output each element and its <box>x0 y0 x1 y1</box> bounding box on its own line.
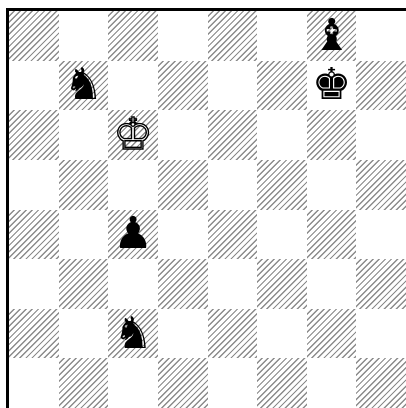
square-c8[interactable] <box>108 11 158 61</box>
square-f6[interactable] <box>257 110 307 160</box>
square-d7[interactable] <box>158 61 208 111</box>
square-f3[interactable] <box>257 259 307 309</box>
white-king-icon[interactable]: ♔ <box>113 113 152 157</box>
square-g5[interactable] <box>307 160 357 210</box>
board-grid: ♝ ♞ ♚ ♔ ♟ ♞ <box>9 11 406 408</box>
square-g7[interactable]: ♚ <box>307 61 357 111</box>
square-h8[interactable] <box>356 11 406 61</box>
square-d3[interactable] <box>158 259 208 309</box>
square-b4[interactable] <box>59 210 109 260</box>
square-f4[interactable] <box>257 210 307 260</box>
square-b2[interactable] <box>59 309 109 359</box>
black-knight-icon[interactable]: ♞ <box>113 312 152 356</box>
square-e2[interactable] <box>208 309 258 359</box>
square-e4[interactable] <box>208 210 258 260</box>
black-bishop-icon[interactable]: ♝ <box>312 14 351 58</box>
square-d5[interactable] <box>158 160 208 210</box>
black-pawn-icon[interactable]: ♟ <box>113 212 152 256</box>
square-h2[interactable] <box>356 309 406 359</box>
square-d2[interactable] <box>158 309 208 359</box>
square-c6[interactable]: ♔ <box>108 110 158 160</box>
square-g3[interactable] <box>307 259 357 309</box>
square-f8[interactable] <box>257 11 307 61</box>
square-g6[interactable] <box>307 110 357 160</box>
square-e6[interactable] <box>208 110 258 160</box>
square-e1[interactable] <box>208 358 258 408</box>
black-king-icon[interactable]: ♚ <box>312 63 351 107</box>
square-h4[interactable] <box>356 210 406 260</box>
square-c1[interactable] <box>108 358 158 408</box>
square-b7[interactable]: ♞ <box>59 61 109 111</box>
square-h6[interactable] <box>356 110 406 160</box>
square-a4[interactable] <box>9 210 59 260</box>
square-e8[interactable] <box>208 11 258 61</box>
square-c2[interactable]: ♞ <box>108 309 158 359</box>
square-f5[interactable] <box>257 160 307 210</box>
square-c5[interactable] <box>108 160 158 210</box>
square-b3[interactable] <box>59 259 109 309</box>
square-e5[interactable] <box>208 160 258 210</box>
square-h7[interactable] <box>356 61 406 111</box>
chessboard: ♝ ♞ ♚ ♔ ♟ ♞ <box>6 8 406 408</box>
square-e7[interactable] <box>208 61 258 111</box>
square-a5[interactable] <box>9 160 59 210</box>
square-d6[interactable] <box>158 110 208 160</box>
square-a7[interactable] <box>9 61 59 111</box>
square-a6[interactable] <box>9 110 59 160</box>
black-knight-icon[interactable]: ♞ <box>64 63 103 107</box>
square-f7[interactable] <box>257 61 307 111</box>
square-g4[interactable] <box>307 210 357 260</box>
square-d8[interactable] <box>158 11 208 61</box>
square-b8[interactable] <box>59 11 109 61</box>
square-g2[interactable] <box>307 309 357 359</box>
square-h3[interactable] <box>356 259 406 309</box>
square-b6[interactable] <box>59 110 109 160</box>
square-f2[interactable] <box>257 309 307 359</box>
square-f1[interactable] <box>257 358 307 408</box>
square-c3[interactable] <box>108 259 158 309</box>
square-a8[interactable] <box>9 11 59 61</box>
square-h5[interactable] <box>356 160 406 210</box>
square-c4[interactable]: ♟ <box>108 210 158 260</box>
square-g1[interactable] <box>307 358 357 408</box>
square-g8[interactable]: ♝ <box>307 11 357 61</box>
square-b1[interactable] <box>59 358 109 408</box>
square-e3[interactable] <box>208 259 258 309</box>
square-b5[interactable] <box>59 160 109 210</box>
square-a3[interactable] <box>9 259 59 309</box>
square-d1[interactable] <box>158 358 208 408</box>
square-d4[interactable] <box>158 210 208 260</box>
square-h1[interactable] <box>356 358 406 408</box>
square-a1[interactable] <box>9 358 59 408</box>
square-c7[interactable] <box>108 61 158 111</box>
square-a2[interactable] <box>9 309 59 359</box>
